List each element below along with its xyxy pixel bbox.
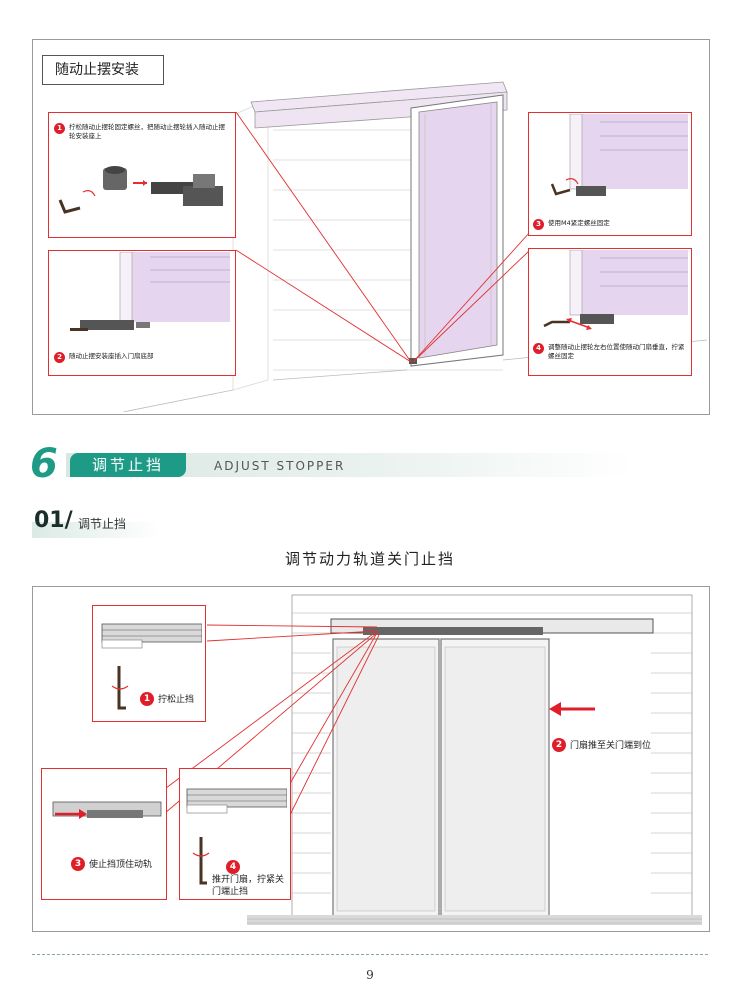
subsection-band: [32, 522, 160, 538]
step-1-caption: 1 拧松随动止摆轮固定螺丝，把随动止摆轮插入随动止摆轮安装座上: [54, 123, 226, 141]
stop-step-2-marker: 2: [552, 738, 566, 752]
door-bottom-illustration-4: [543, 250, 688, 330]
stop-step-3-text: 使止挡顶住动轨: [89, 860, 153, 870]
stop-step-3-marker: 3: [71, 857, 85, 871]
step-3-marker: 3: [533, 219, 544, 230]
stop-step-1-marker: 1: [140, 692, 154, 706]
track-stopper-illustration-4: [186, 788, 287, 885]
step-2-text: 随动止摆安装座插入门扇底部: [69, 352, 154, 360]
step-1-text: 拧松随动止摆轮固定螺丝，把随动止摆轮插入随动止摆轮安装座上: [69, 123, 225, 140]
section-title-cn: 调节止挡: [70, 453, 186, 477]
bottom-heading: 调节动力轨道关门止挡: [284, 550, 455, 568]
step-3-caption: 3 使用M4紧定螺丝固定: [533, 219, 685, 230]
stop-step-4-marker: 4: [226, 860, 240, 874]
track-stopper-illustration-1: [101, 623, 202, 710]
follow-wheel-assembly-illustration: [58, 166, 223, 214]
stop-step-2-text: 门扇推至关门端到位: [570, 741, 652, 751]
step-1-marker: 1: [54, 123, 65, 134]
subsection-title: 调节止挡: [78, 517, 127, 531]
step-2-caption: 2 随动止摆安装座插入门扇底部: [54, 352, 226, 363]
step-2-marker: 2: [54, 352, 65, 363]
stop-step-4-text: 推开门扇，拧紧关门端止挡: [212, 875, 285, 897]
stop-step-1-text: 拧松止挡: [158, 695, 195, 705]
section-number: 6: [30, 441, 58, 487]
step-4-text: 调整随动止摆轮左右位置使随动门扇垂直，拧紧螺丝固定: [548, 343, 685, 360]
top-panel-title: 随动止摆安装: [42, 55, 164, 85]
step-4-caption: 4 调整随动止摆轮左右位置使随动门扇垂直，拧紧螺丝固定: [533, 343, 685, 361]
footer-divider: [32, 954, 708, 955]
door-bottom-illustration-2: [70, 252, 230, 331]
page-number: 9: [366, 968, 374, 982]
stop-step-3-box: [41, 768, 167, 900]
step-4-marker: 4: [533, 343, 544, 354]
door-scene-illustration: [122, 81, 707, 412]
step-3-text: 使用M4紧定螺丝固定: [548, 219, 610, 227]
track-stopper-illustration-3: [52, 801, 162, 819]
double-door-scene-illustration: [157, 594, 702, 925]
subsection-number: 01/: [34, 508, 73, 533]
section-title-en: ADJUST STOPPER: [214, 459, 346, 473]
door-bottom-illustration-3: [550, 114, 688, 196]
